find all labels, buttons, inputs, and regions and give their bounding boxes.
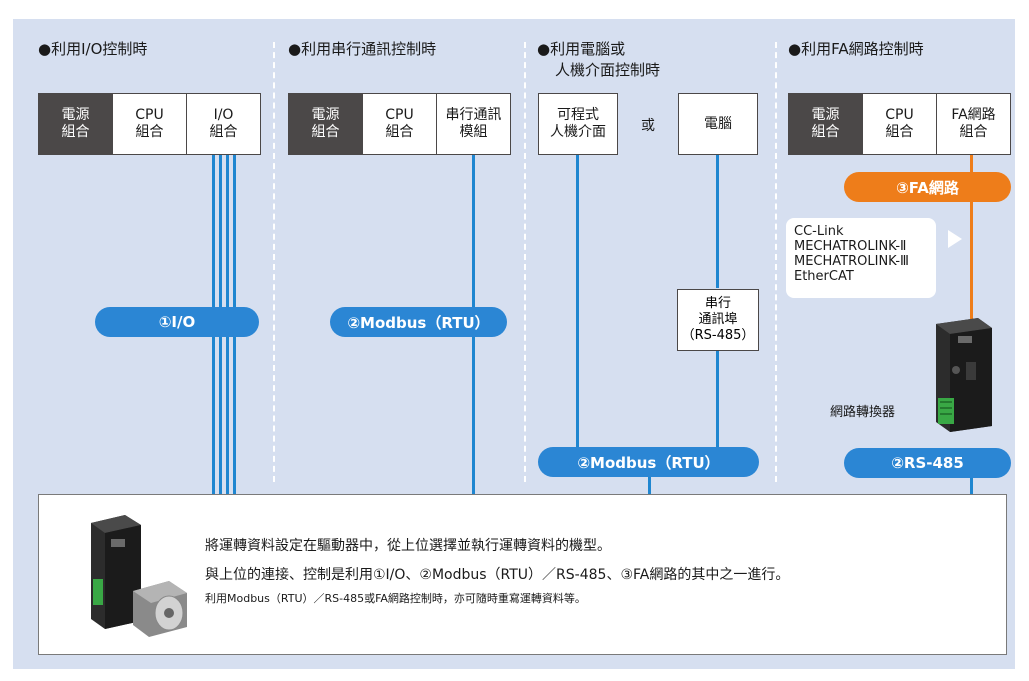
module-io: I/O 組合 [186, 93, 261, 155]
device-hmi: 可程式 人機介面 [538, 93, 618, 155]
module-power: 電源 組合 [38, 93, 113, 155]
module-fa-network: FA網路 組合 [936, 93, 1011, 155]
io-pill: ①I/O [95, 307, 259, 337]
pc-wire [716, 155, 719, 288]
footer-description: 將運轉資料設定在驅動器中，從上位選擇並執行運轉資料的機型。 [205, 538, 611, 554]
device-pc: 電腦 [678, 93, 758, 155]
module-cpu: CPU 組合 [112, 93, 187, 155]
callout-tail [948, 230, 962, 248]
column-separator [524, 42, 526, 482]
network-item: EtherCAT [794, 269, 854, 284]
fa-network-pill: ③FA網路 [844, 172, 1011, 202]
network-item: MECHATROLINK-Ⅲ [794, 254, 909, 269]
column-separator [775, 42, 777, 482]
pc-wire [716, 351, 719, 447]
rs485-pill: ②RS-485 [844, 448, 1011, 478]
network-converter-image [936, 318, 992, 432]
module-serial-comm: 串行通訊 模組 [436, 93, 511, 155]
modbus-pill: ②Modbus（RTU） [330, 307, 507, 337]
heading-fa: ●利用FA網路控制時 [788, 40, 924, 58]
heading-pc-hmi-line1: ●利用電腦或 [537, 40, 626, 58]
heading-serial: ●利用串行通訊控制時 [288, 40, 437, 58]
module-cpu: CPU 組合 [862, 93, 937, 155]
heading-pc-hmi-line2: 人機介面控制時 [555, 61, 661, 79]
module-power: 電源 組合 [788, 93, 863, 155]
serial-port-box: 串行 通訊埠 （RS-485） [677, 289, 759, 351]
module-cpu: CPU 組合 [362, 93, 437, 155]
or-text: 或 [641, 118, 655, 134]
hmi-wire [576, 155, 579, 447]
network-converter-label: 網路轉換器 [830, 405, 896, 420]
network-item: MECHATROLINK-Ⅱ [794, 239, 907, 254]
network-item: CC-Link [794, 224, 844, 239]
module-power: 電源 組合 [288, 93, 363, 155]
driver-and-motor-image [91, 515, 187, 637]
column-separator [273, 42, 275, 482]
footer-panel: 將運轉資料設定在驅動器中，從上位選擇並執行運轉資料的機型。 與上位的連接、控制是… [38, 494, 1007, 655]
heading-io: ●利用I/O控制時 [38, 40, 148, 58]
modbus-pill: ②Modbus（RTU） [538, 447, 759, 477]
footer-connection-note: 與上位的連接、控制是利用①I/O、②Modbus（RTU）／RS-485、③FA… [205, 567, 790, 583]
footer-rewrite-note: 利用Modbus（RTU）／RS-485或FA網路控制時，亦可隨時重寫運轉資料等… [205, 592, 586, 605]
network-list-callout: CC-Link MECHATROLINK-Ⅱ MECHATROLINK-Ⅲ Et… [786, 218, 936, 298]
fa-network-wire [970, 155, 973, 319]
